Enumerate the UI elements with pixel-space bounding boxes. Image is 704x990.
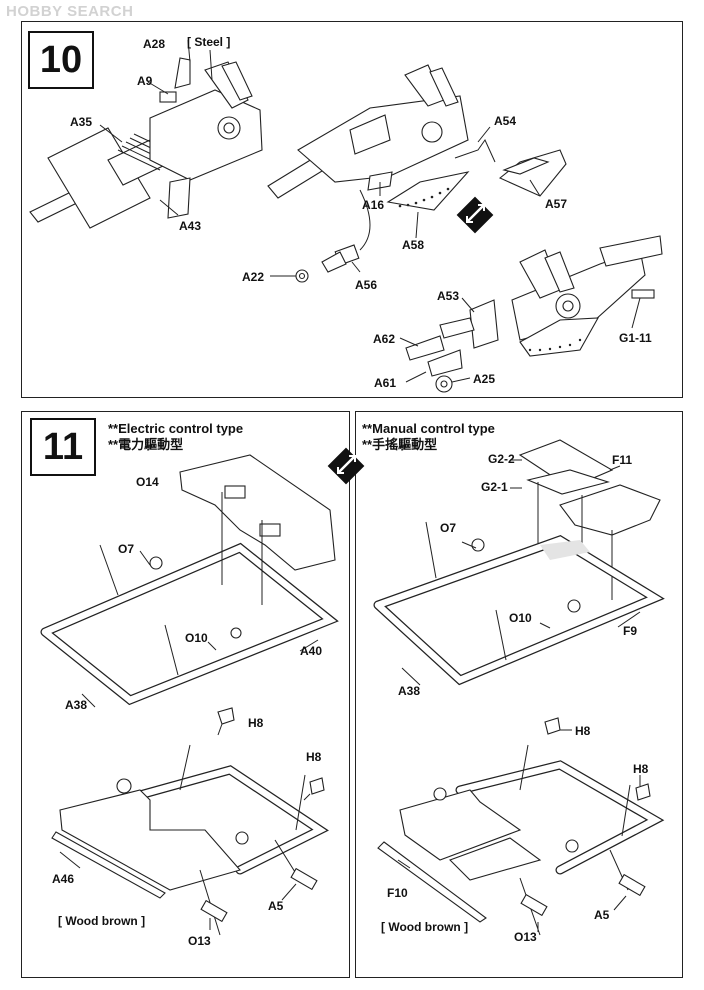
step-11-number: 11 bbox=[30, 418, 96, 476]
label-o13-electric: O13 bbox=[188, 934, 211, 948]
step-10-swap-arrow bbox=[456, 196, 494, 234]
label-g2-1: G2-1 bbox=[481, 480, 508, 494]
label-a5-manual: A5 bbox=[594, 908, 610, 922]
label-h8a-manual: H8 bbox=[575, 724, 591, 738]
electric-title: **Electric control type bbox=[108, 421, 244, 436]
label-steel: [ Steel ] bbox=[187, 35, 231, 49]
electric-upper-frame bbox=[40, 542, 339, 706]
label-h8a-electric: H8 bbox=[248, 716, 264, 730]
step-11-electric-panel bbox=[21, 411, 350, 978]
label-a25: A25 bbox=[473, 372, 496, 386]
step-11-manual-panel bbox=[355, 411, 683, 978]
label-a5-electric: A5 bbox=[268, 899, 284, 913]
gun-barrel-assembly bbox=[29, 57, 263, 229]
manual-subtitle: **手搖驅動型 bbox=[362, 437, 438, 452]
label-a61: A61 bbox=[374, 376, 397, 390]
elevation-assembly bbox=[405, 235, 663, 393]
label-o10-electric: O10 bbox=[185, 631, 208, 645]
label-o7-manual: O7 bbox=[440, 521, 457, 535]
label-o10-manual: O10 bbox=[509, 611, 532, 625]
manual-lower-frame bbox=[377, 717, 665, 936]
manual-title: **Manual control type bbox=[362, 421, 495, 436]
label-g1-11: G1-11 bbox=[619, 331, 652, 345]
label-a38-manual: A38 bbox=[398, 684, 421, 698]
label-a38-electric: A38 bbox=[65, 698, 88, 712]
label-wood-manual: [ Wood brown ] bbox=[381, 920, 469, 934]
label-f9: F9 bbox=[623, 624, 638, 638]
label-a16: A16 bbox=[362, 198, 385, 212]
manual-top-plates bbox=[518, 439, 661, 536]
label-a28: A28 bbox=[143, 37, 166, 51]
label-h8b-manual: H8 bbox=[633, 762, 649, 776]
watermark: HOBBY SEARCH bbox=[6, 3, 134, 20]
label-o13-manual: O13 bbox=[514, 930, 537, 944]
gun-mount-assembly bbox=[267, 64, 567, 283]
label-wood-electric: [ Wood brown ] bbox=[58, 914, 146, 928]
label-f10: F10 bbox=[387, 886, 408, 900]
label-f11: F11 bbox=[612, 453, 633, 467]
label-o14: O14 bbox=[136, 475, 159, 489]
step-10-panel bbox=[21, 21, 683, 398]
label-a53: A53 bbox=[437, 289, 460, 303]
label-a57: A57 bbox=[545, 197, 568, 211]
step-11-swap-arrow bbox=[327, 447, 365, 485]
electric-lower-frame bbox=[51, 707, 329, 936]
label-a56: A56 bbox=[355, 278, 378, 292]
electric-subtitle: **電力驅動型 bbox=[108, 437, 184, 452]
label-a35: A35 bbox=[70, 115, 93, 129]
step-10-number: 10 bbox=[28, 31, 94, 89]
label-g2-2: G2-2 bbox=[488, 452, 515, 466]
label-a58: A58 bbox=[402, 238, 425, 252]
manual-upper-frame bbox=[373, 521, 665, 686]
label-a9: A9 bbox=[137, 74, 153, 88]
label-a54: A54 bbox=[494, 114, 517, 128]
label-o7-electric: O7 bbox=[118, 542, 135, 556]
label-a46: A46 bbox=[52, 872, 75, 886]
label-a62: A62 bbox=[373, 332, 396, 346]
electric-o14-plate bbox=[179, 454, 336, 571]
label-a22: A22 bbox=[242, 270, 265, 284]
label-a40: A40 bbox=[300, 644, 323, 658]
label-h8b-electric: H8 bbox=[306, 750, 322, 764]
label-a43: A43 bbox=[179, 219, 202, 233]
